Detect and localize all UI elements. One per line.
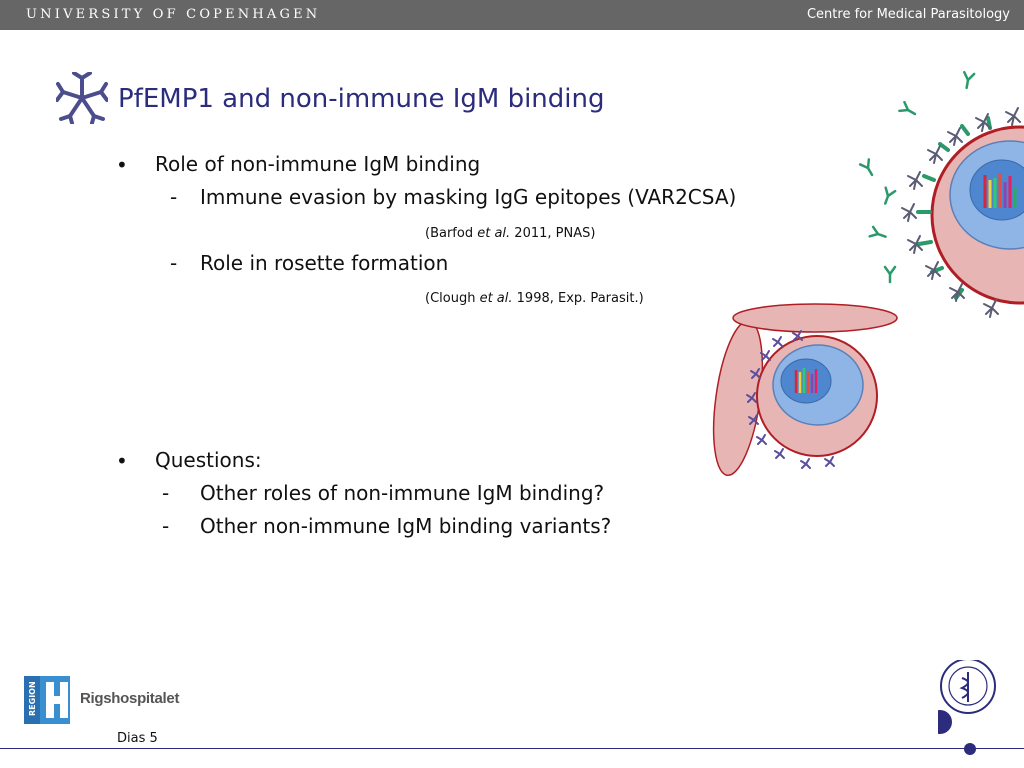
bullet-marker: •: [116, 153, 128, 177]
region-badge-text: REGION: [28, 681, 37, 716]
reference-2: (Clough et al. 1998, Exp. Parasit.): [425, 291, 644, 306]
slide-number: Dias 5: [117, 731, 158, 746]
dash-marker: -: [170, 185, 178, 209]
reference-1: (Barfod et al. 2011, PNAS): [425, 226, 596, 241]
footer-divider: [0, 748, 1024, 749]
question-1: Other roles of non-immune IgM binding?: [200, 481, 605, 505]
infected-cell-large: [930, 125, 1024, 305]
rigshospitalet-logo-text: Rigshospitalet: [80, 690, 180, 707]
region-h-logo: REGION: [24, 676, 70, 724]
sub-item-1: Immune evasion by masking IgG epitopes (…: [200, 185, 737, 209]
bullet-marker: •: [116, 449, 128, 473]
department-name: Centre for Medical Parasitology: [806, 7, 1010, 22]
dash-marker: -: [170, 251, 178, 275]
question-2: -: [162, 514, 170, 538]
igm-pentamer-icon: [56, 72, 108, 124]
header-bar: UNIVERSITY OF COPENHAGEN Centre for Medi…: [0, 0, 1024, 30]
question-2-text: Other non-immune IgM binding variants?: [200, 514, 612, 538]
bullet-heading-2: Questions:: [155, 448, 262, 472]
rosette-cells: [712, 303, 898, 477]
sub-item-2: Role in rosette formation: [200, 251, 449, 275]
dash-marker: -: [162, 481, 170, 505]
bullet-heading-1: Role of non-immune IgM binding: [155, 152, 481, 176]
university-name: UNIVERSITY OF COPENHAGEN: [26, 7, 321, 22]
page-title: PfEMP1 and non-immune IgM binding: [118, 84, 605, 114]
university-seal-icon: [938, 660, 996, 755]
